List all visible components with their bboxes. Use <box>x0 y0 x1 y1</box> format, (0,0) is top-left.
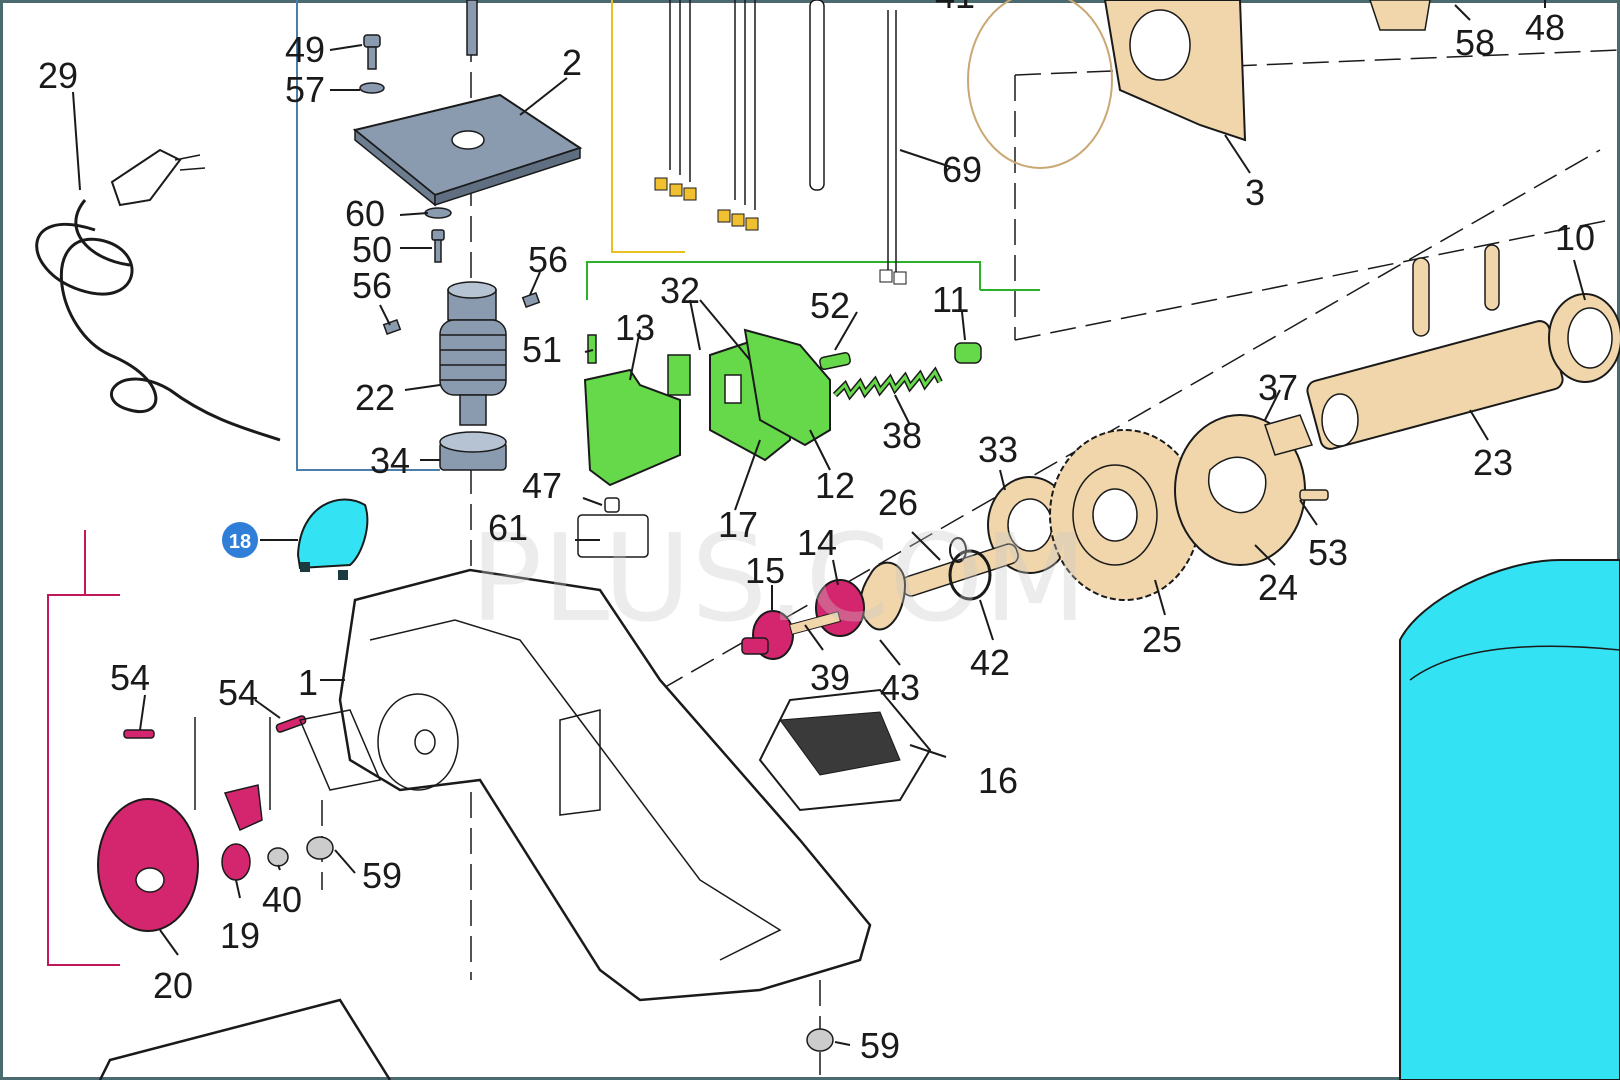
mounting-plate-part-2 <box>352 93 583 207</box>
motor-cover <box>1399 559 1620 1080</box>
highlight-badge-text: 18 <box>229 531 251 553</box>
callout-16: 16 <box>978 760 1018 801</box>
callout-19: 19 <box>220 915 260 956</box>
callout-34: 34 <box>370 440 410 481</box>
callout-61: 61 <box>488 507 528 548</box>
output-shaft-part-26 <box>859 537 1019 631</box>
callout-11: 11 <box>932 279 969 320</box>
callout-24: 24 <box>1258 567 1298 608</box>
release-mechanism-parts <box>97 579 865 932</box>
callout-51: 51 <box>522 329 562 370</box>
callout-26: 26 <box>878 482 918 523</box>
callout-53: 53 <box>1308 532 1348 573</box>
callout-32: 32 <box>660 270 700 311</box>
callout-49: 49 <box>285 29 325 70</box>
callout-20: 20 <box>153 965 193 1006</box>
callout-42: 42 <box>970 642 1010 683</box>
callout-43: 43 <box>880 667 920 708</box>
callout-57: 57 <box>285 69 325 110</box>
callout-23: 23 <box>1473 442 1513 483</box>
callout-48: 48 <box>1525 7 1565 48</box>
callout-17: 17 <box>718 504 758 545</box>
callout-29: 29 <box>38 55 78 96</box>
watermark-text: PLUS.COM <box>470 510 1087 649</box>
callout-1: 1 <box>298 662 318 703</box>
worm-shaft-part-22 <box>439 281 507 471</box>
callout-2: 2 <box>562 42 582 83</box>
callout-25: 25 <box>1142 619 1182 660</box>
callout-40: 40 <box>262 879 302 920</box>
motor-flange-part-3 <box>967 0 1431 169</box>
callout-56b: 56 <box>352 265 392 306</box>
callout-labels: 1 2 3 10 11 12 13 14 15 16 17 19 20 22 2… <box>38 0 1595 1066</box>
callout-33: 33 <box>978 429 1018 470</box>
callout-54a: 54 <box>110 657 150 698</box>
cover-cap-part-18 <box>296 498 369 580</box>
fastener-parts <box>359 0 541 336</box>
leader-lines <box>72 0 1586 1046</box>
callout-58: 58 <box>1455 22 1495 63</box>
callout-14: 14 <box>797 522 837 563</box>
callout-39: 39 <box>810 657 850 698</box>
callout-52: 52 <box>810 285 850 326</box>
callout-50: 50 <box>352 229 392 270</box>
callout-47: 47 <box>522 465 562 506</box>
callout-41: 41 <box>935 0 975 16</box>
callout-54b: 54 <box>218 672 258 713</box>
callout-38: 38 <box>882 415 922 456</box>
callout-37: 37 <box>1258 367 1298 408</box>
callout-56a: 56 <box>528 239 568 280</box>
callout-13: 13 <box>615 307 655 348</box>
wire-harness <box>654 0 907 285</box>
spring-part-38 <box>819 342 982 401</box>
callout-12: 12 <box>815 465 855 506</box>
callout-15: 15 <box>745 550 785 591</box>
callout-59a: 59 <box>362 855 402 896</box>
callout-59b: 59 <box>860 1025 900 1066</box>
highlight-badge: 18 <box>220 520 260 560</box>
callout-60: 60 <box>345 193 385 234</box>
power-cable-part-29 <box>35 148 281 442</box>
main-housing-part-1 <box>98 497 932 1080</box>
gear-train <box>987 244 1620 601</box>
callout-3: 3 <box>1245 172 1265 213</box>
limit-switch-assembly <box>583 328 831 487</box>
callout-69: 69 <box>942 149 982 190</box>
callout-10: 10 <box>1555 217 1595 258</box>
callout-22: 22 <box>355 377 395 418</box>
